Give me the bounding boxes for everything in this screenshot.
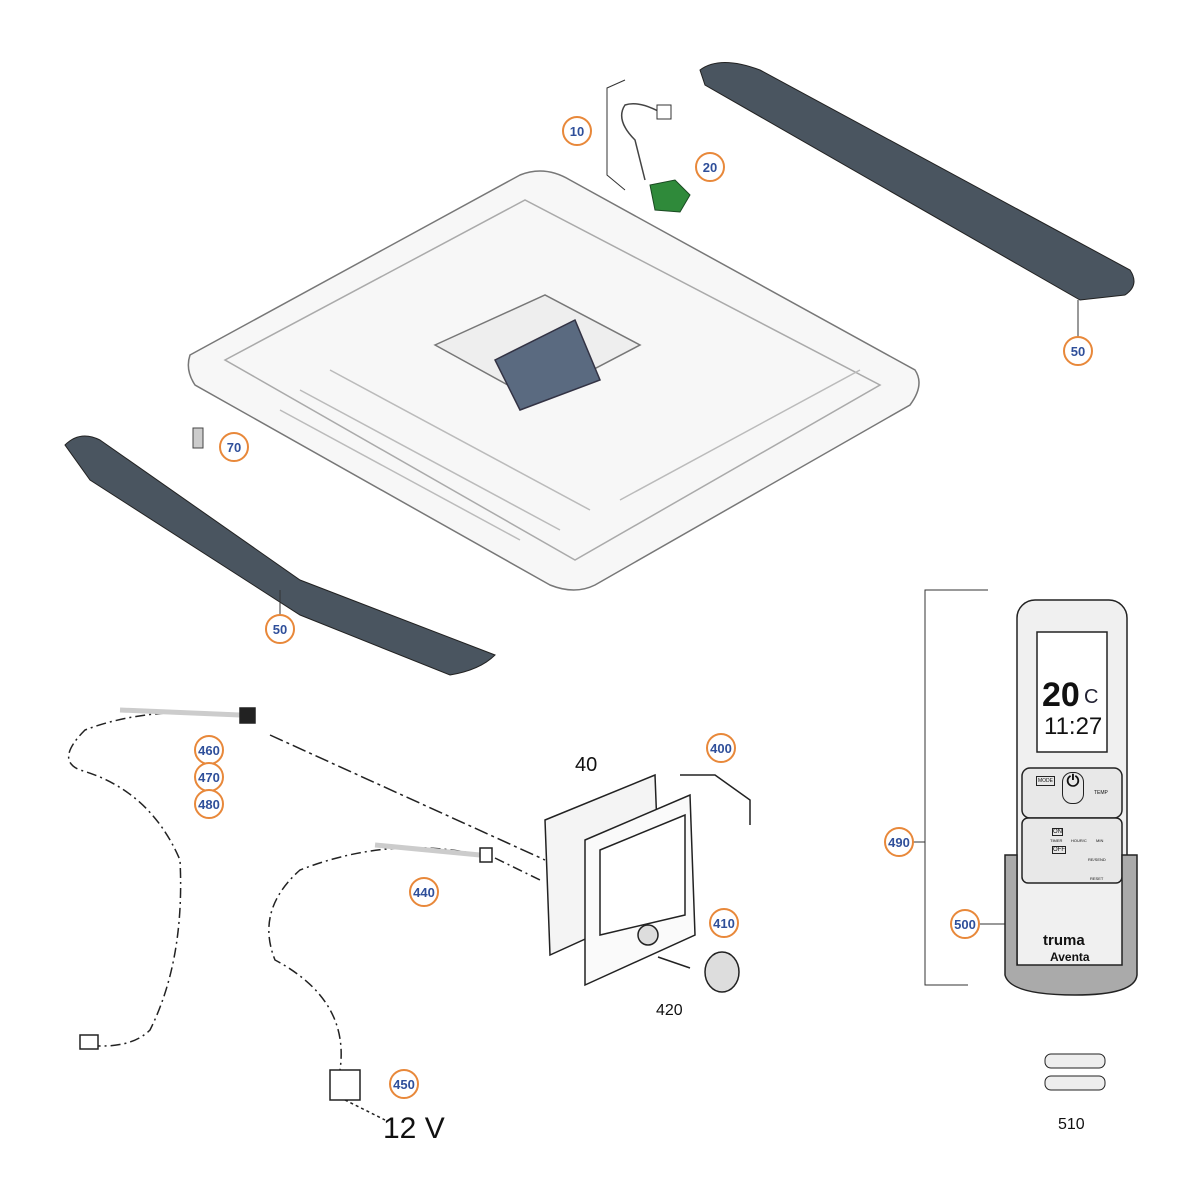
- callout-480[interactable]: 480: [194, 789, 224, 819]
- remote-temperature: 20: [1042, 676, 1080, 714]
- label-voltage: 12 V: [383, 1112, 445, 1145]
- label-40: 40: [575, 754, 598, 776]
- power-button[interactable]: ⏻: [1062, 772, 1084, 804]
- cable-460: [68, 707, 546, 1050]
- callout-500[interactable]: 500: [950, 909, 980, 939]
- callout-450[interactable]: 450: [389, 1069, 419, 1099]
- callout-490[interactable]: 490: [884, 827, 914, 857]
- cable-440: [268, 842, 541, 1121]
- callout-460[interactable]: 460: [194, 735, 224, 765]
- callout-70[interactable]: 70: [219, 432, 249, 462]
- callout-410[interactable]: 410: [709, 908, 739, 938]
- screw: [192, 427, 204, 449]
- remote-temp-unit: C: [1084, 686, 1099, 708]
- label-510: 510: [1058, 1116, 1085, 1133]
- callout-20[interactable]: 20: [695, 152, 725, 182]
- timer-off-button[interactable]: OFF: [1052, 846, 1066, 854]
- hour-label: HOUR/C: [1071, 838, 1087, 843]
- mode-button[interactable]: MODE: [1036, 776, 1055, 786]
- callout-440[interactable]: 440: [409, 877, 439, 907]
- timer-on-button[interactable]: ON: [1052, 828, 1063, 836]
- air-grille-right: [699, 62, 1135, 301]
- sensor-cable-assembly: [606, 79, 691, 213]
- callout-470[interactable]: 470: [194, 762, 224, 792]
- ceiling-frame: [187, 170, 920, 591]
- callout-10[interactable]: 10: [562, 116, 592, 146]
- callout-400[interactable]: 400: [706, 733, 736, 763]
- callout-50-left[interactable]: 50: [265, 614, 295, 644]
- air-grille-left: [64, 435, 496, 676]
- brand-logo: truma: [1043, 932, 1085, 949]
- batteries: [1044, 1053, 1106, 1091]
- temp-label: TEMP: [1094, 790, 1108, 796]
- timer-label: TIMER: [1050, 838, 1063, 843]
- model-name: Aventa: [1050, 950, 1090, 964]
- remote-control: [1004, 599, 1138, 996]
- resend-label: RE/SEND: [1088, 857, 1106, 862]
- remote-time: 11:27: [1044, 713, 1103, 740]
- min-label: MIN: [1096, 838, 1104, 843]
- label-420: 420: [656, 1002, 683, 1019]
- callout-50-right[interactable]: 50: [1063, 336, 1093, 366]
- reset-button[interactable]: RESET: [1090, 876, 1104, 881]
- control-panel: [544, 773, 751, 993]
